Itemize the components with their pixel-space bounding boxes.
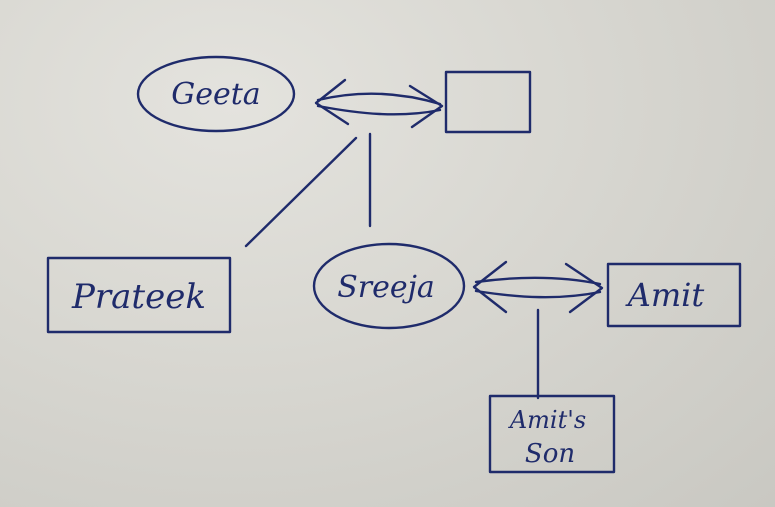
edge-sreeja-amit bbox=[472, 260, 604, 314]
edge-geeta-spouse-bottom-line bbox=[316, 104, 442, 116]
node-prateek-shape bbox=[46, 256, 232, 334]
edge-geeta-spouse-top-line bbox=[316, 92, 442, 106]
node-amit-shape bbox=[606, 262, 742, 328]
edge-geeta-spouse bbox=[314, 78, 444, 129]
edge-geeta-prateek bbox=[244, 136, 358, 248]
edge-sreeja-amit-right-head bbox=[564, 262, 604, 314]
node-amit[interactable]: Amit bbox=[606, 262, 742, 328]
node-prateek[interactable]: Prateek bbox=[46, 256, 232, 334]
edge-sreeja-amit-top-line bbox=[474, 276, 602, 286]
edge-sreeja-amit-left-head bbox=[472, 260, 508, 314]
node-amits-son-label-line1: Amit's bbox=[508, 406, 586, 434]
node-amit-label: Amit bbox=[625, 276, 705, 314]
node-amits-son-shape bbox=[488, 394, 616, 474]
node-geeta-shape bbox=[136, 55, 296, 133]
node-geeta[interactable]: Geeta bbox=[136, 55, 296, 133]
node-amits-son[interactable]: Amit's Son bbox=[488, 394, 616, 474]
edge-sreeja-amit-bottom-line bbox=[474, 289, 602, 299]
node-geeta-label: Geeta bbox=[171, 77, 260, 112]
node-sreeja-label: Sreeja bbox=[337, 270, 435, 305]
node-spouse[interactable] bbox=[444, 70, 532, 134]
node-spouse-shape bbox=[444, 70, 532, 134]
edge-geeta-spouse-right-head bbox=[408, 84, 444, 129]
node-sreeja-shape bbox=[312, 242, 466, 330]
edge-geeta-spouse-left-head bbox=[314, 78, 350, 126]
node-prateek-label: Prateek bbox=[71, 277, 206, 317]
node-sreeja[interactable]: Sreeja bbox=[312, 242, 466, 330]
node-amits-son-label-line2: Son bbox=[525, 439, 575, 469]
